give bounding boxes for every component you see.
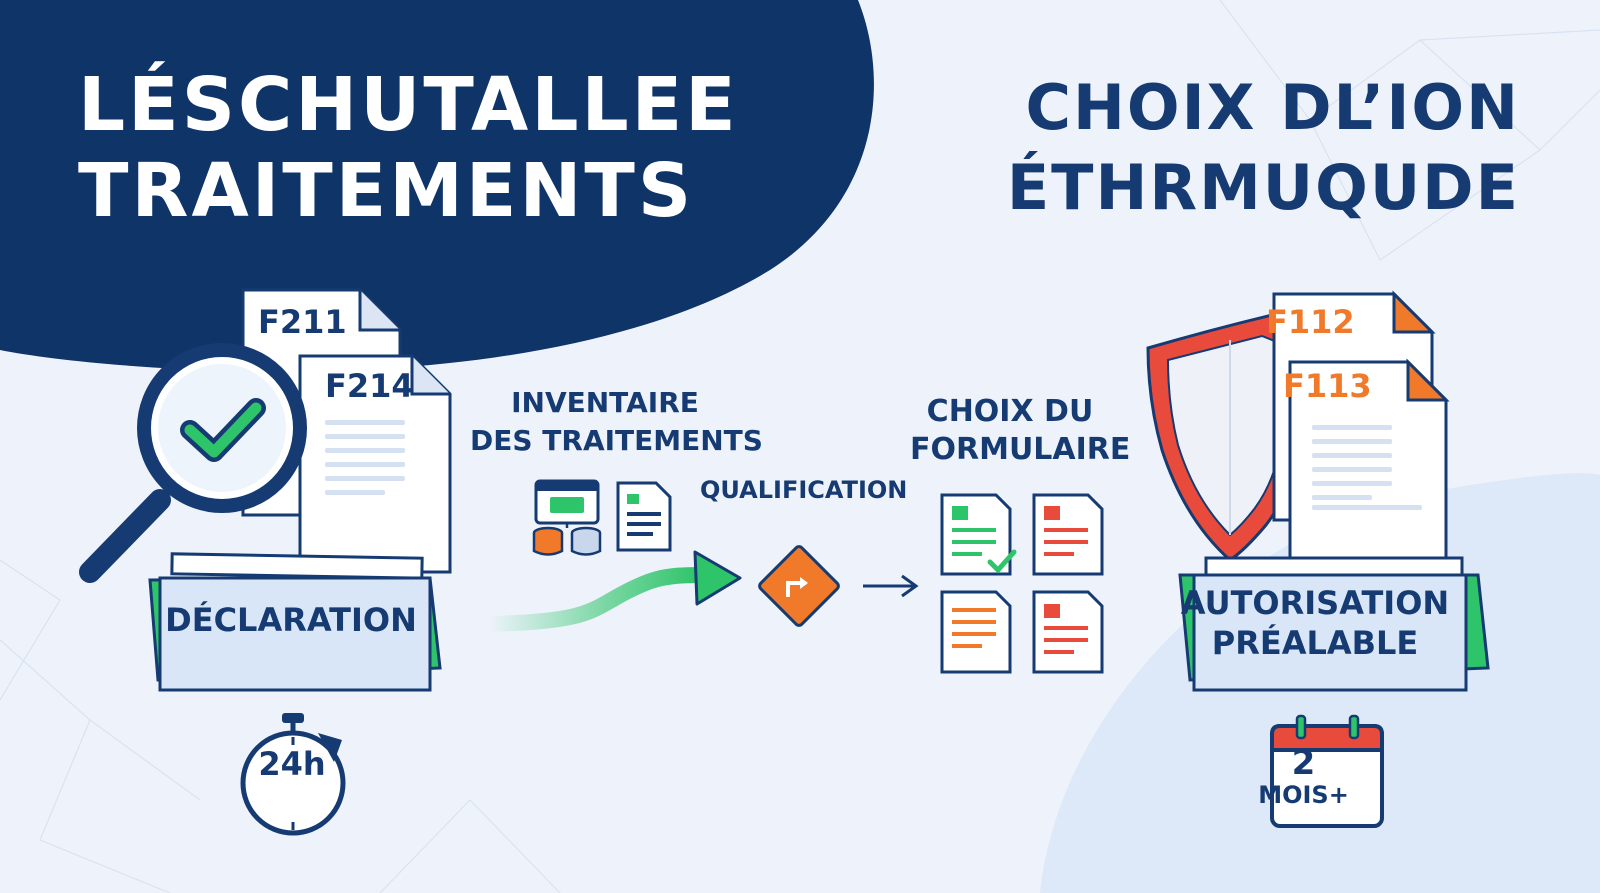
flow-arrow-green — [480, 550, 742, 632]
doc-code-f112: F112 — [1266, 303, 1355, 341]
folder-autorisation — [1178, 556, 1490, 692]
diamond-arrow-icon — [758, 545, 840, 627]
main-title: LÉSCHUTALLEE TRAITEMENTS — [78, 62, 798, 234]
calendar-unit: MOIS+ — [1258, 781, 1349, 809]
calendar-icon — [1270, 714, 1384, 828]
autorisation-label: AUTORISATION PRÉALABLE — [1180, 583, 1450, 663]
right-title-line-2: ÉTHRMUQUDE — [1006, 151, 1520, 224]
calendar-label: 2 MOIS+ — [1247, 745, 1360, 809]
right-title: CHOIX DL’ION ÉTHRMUQUDE — [900, 68, 1520, 228]
form-choice-label: CHOIX DU FORMULAIRE — [910, 393, 1131, 469]
declaration-label: DÉCLARATION — [165, 601, 417, 639]
form-choice-label-line-2: FORMULAIRE — [910, 432, 1131, 467]
qualification-label: QUALIFICATION — [700, 476, 908, 504]
calendar-number: 2 — [1291, 743, 1316, 783]
right-title-line-1: CHOIX DL’ION — [1025, 71, 1520, 144]
timer-label: 24h — [258, 745, 326, 783]
folder-declaration — [148, 552, 442, 692]
main-title-line-1: LÉSCHUTALLEE — [78, 62, 739, 148]
autorisation-label-line-1: AUTORISATION — [1180, 584, 1450, 622]
magnifier-check-icon — [79, 343, 307, 583]
form-red-icon — [1032, 493, 1104, 576]
form-orange-icon — [940, 590, 1012, 674]
shield-icon — [1146, 313, 1302, 562]
stopwatch-icon — [240, 713, 346, 836]
header-blob — [0, 0, 874, 372]
autorisation-label-line-2: PRÉALABLE — [1211, 624, 1419, 662]
form-choice-label-line-1: CHOIX DU — [926, 394, 1094, 429]
doc-code-f113: F113 — [1283, 367, 1372, 405]
document-icon — [616, 481, 672, 552]
document-icon — [1288, 358, 1450, 574]
flow-arrow-thin — [863, 574, 919, 598]
doc-code-f211: F211 — [258, 303, 347, 341]
inventory-label-line-2: DES TRAITEMENTS — [470, 424, 763, 457]
form-red-icon — [1032, 590, 1104, 674]
inventory-label: INVENTAIRE DES TRAITEMENTS — [470, 384, 763, 460]
inventory-label-line-1: INVENTAIRE — [511, 386, 699, 419]
main-title-line-2: TRAITEMENTS — [78, 148, 695, 234]
doc-code-f214: F214 — [325, 367, 414, 405]
database-icon — [532, 479, 602, 556]
form-green-icon — [940, 493, 1017, 576]
document-icon — [298, 354, 452, 574]
